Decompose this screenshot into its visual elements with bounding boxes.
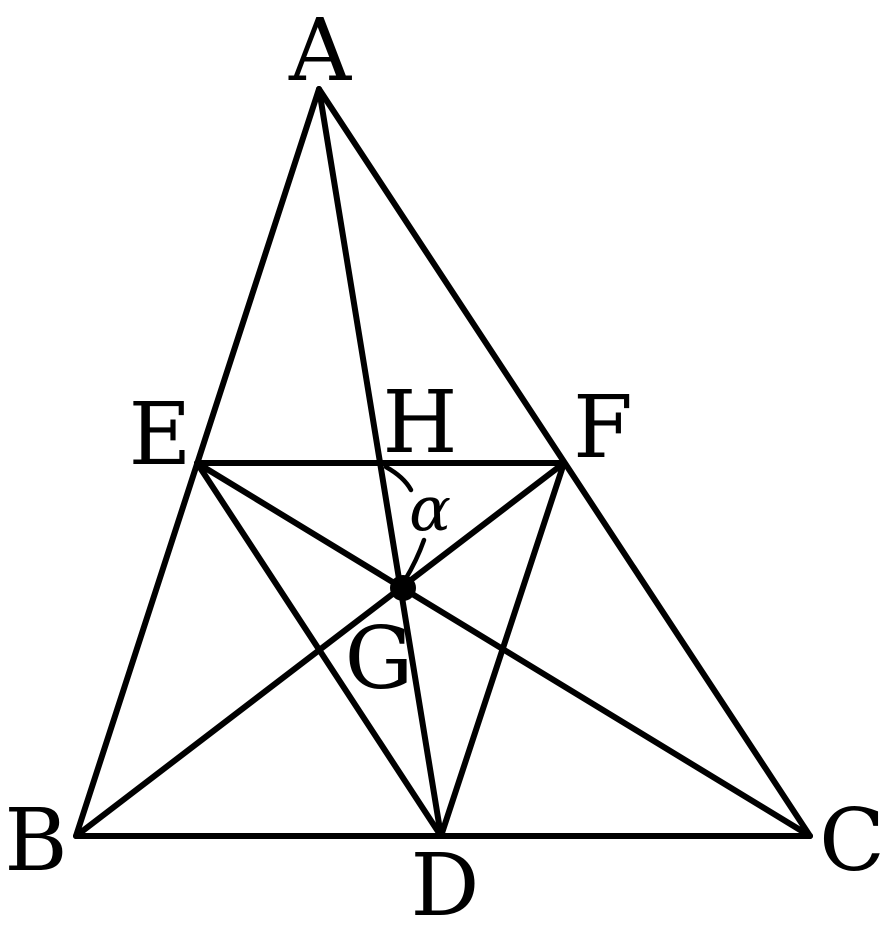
label-D: D (411, 836, 480, 936)
segment-AD (316, 86, 444, 839)
centroid-point-G (390, 575, 416, 601)
angle-label-alpha: α (409, 472, 451, 545)
label-B: B (4, 791, 67, 891)
segment-EC (194, 460, 813, 839)
angle-arc-h (383, 464, 414, 493)
label-F: F (573, 378, 633, 478)
medians (73, 86, 813, 839)
label-E: E (129, 385, 192, 485)
segment-FB (73, 460, 567, 839)
label-C: C (819, 791, 885, 891)
point-labels: A B C D E F G H α (4, 1, 885, 936)
label-A: A (288, 1, 352, 101)
label-G: G (345, 609, 414, 709)
label-H: H (383, 373, 458, 473)
